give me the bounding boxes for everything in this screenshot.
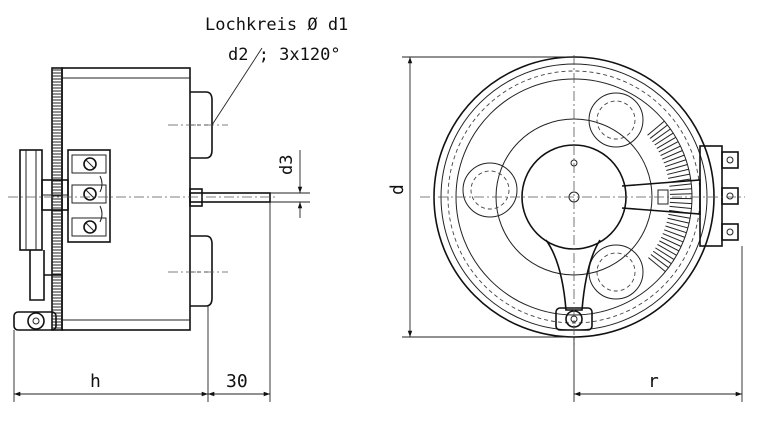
dim-h <box>13 306 209 402</box>
housing-body <box>61 67 191 331</box>
knurled-ring <box>51 67 63 331</box>
resistance-winding <box>647 120 692 272</box>
terminal-block <box>67 149 111 243</box>
label-hole-circle-line2: d2 ; 3x120° <box>228 45 341 65</box>
dim-30 <box>208 202 271 402</box>
label-r: r <box>648 371 659 392</box>
label-h: h <box>90 371 101 392</box>
dim-r <box>573 246 743 402</box>
label-hole-circle-line1: Lochkreis Ø d1 <box>205 15 348 35</box>
contact-bracket <box>19 149 69 301</box>
dim-d <box>402 56 574 338</box>
label-d: d <box>387 184 408 195</box>
mounting-hole-3 <box>588 244 644 300</box>
mounting-hole-2 <box>462 162 518 218</box>
front-view <box>420 55 745 345</box>
side-view <box>8 67 278 331</box>
label-d3: d3 <box>277 155 297 175</box>
mounting-boss-bottom <box>190 235 213 307</box>
hole-circle-leader <box>211 47 263 126</box>
mounting-hole-1 <box>588 92 644 148</box>
label-30: 30 <box>226 371 248 392</box>
dim-d3 <box>270 150 310 218</box>
terminal-lugs <box>699 145 739 247</box>
foot-roller <box>13 311 57 331</box>
